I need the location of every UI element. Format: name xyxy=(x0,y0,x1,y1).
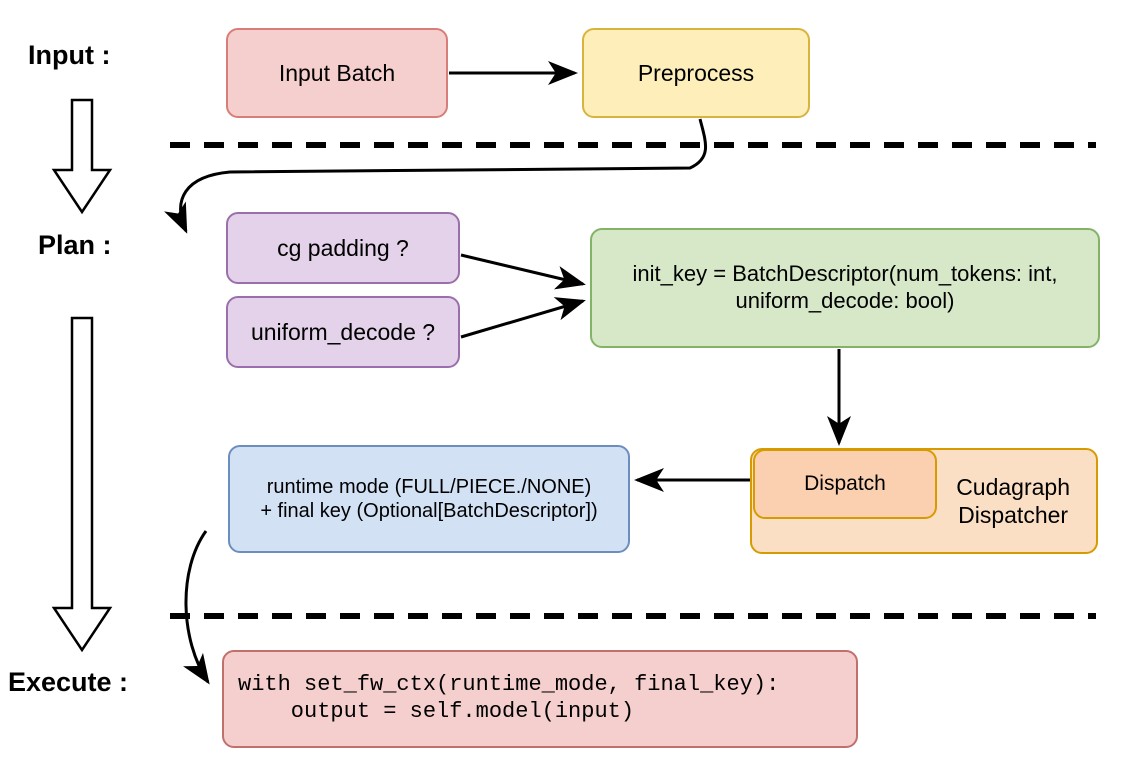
node-uniform-decode[interactable]: uniform_decode ? xyxy=(226,296,460,368)
edge-runtime-mode-to-exec-code xyxy=(183,530,210,685)
stage-block-arrow-input-plan xyxy=(51,98,113,215)
node-exec-code[interactable]: with set_fw_ctx(runtime_mode, final_key)… xyxy=(222,650,858,748)
stage-block-arrow-plan-execute xyxy=(51,316,113,653)
node-dispatch[interactable]: Dispatch xyxy=(753,449,937,519)
node-init-key[interactable]: init_key = BatchDescriptor(num_tokens: i… xyxy=(590,228,1100,348)
node-input-batch[interactable]: Input Batch xyxy=(226,28,448,118)
node-preprocess[interactable]: Preprocess xyxy=(582,28,810,118)
node-cg-padding[interactable]: cg padding ? xyxy=(226,212,460,284)
stage-label-execute: Execute : xyxy=(8,667,129,697)
stage-label-input: Input : xyxy=(28,40,111,70)
edge-cg-padding-to-init-key xyxy=(460,253,586,290)
stage-label-plan: Plan : xyxy=(38,230,112,260)
node-runtime-mode[interactable]: runtime mode (FULL/PIECE./NONE) + final … xyxy=(228,445,630,553)
edge-uniform-decode-to-init-key xyxy=(460,297,586,339)
